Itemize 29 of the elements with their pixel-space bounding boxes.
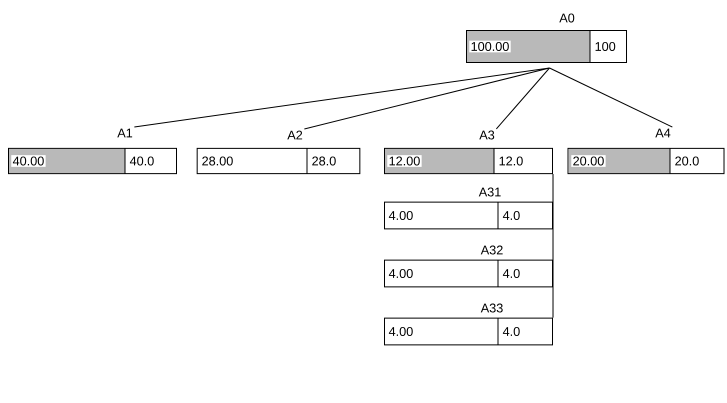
value-text: 100.00 bbox=[469, 40, 511, 52]
node-label: A32 bbox=[480, 246, 503, 254]
value-text: 40.00 bbox=[11, 155, 46, 167]
value-text: 12.0 bbox=[500, 156, 523, 166]
value-text: 4.00 bbox=[388, 269, 413, 278]
value-text: 4.00 bbox=[388, 211, 413, 220]
value-text: 28.00 bbox=[202, 156, 233, 166]
value-text: 4.0 bbox=[502, 269, 520, 278]
node-label: A31 bbox=[478, 188, 501, 196]
node-label: A1 bbox=[117, 128, 132, 138]
value-text: 20.0 bbox=[675, 156, 699, 166]
value-text: 4.0 bbox=[502, 211, 520, 220]
connector-line bbox=[134, 68, 550, 128]
value-text: 4.0 bbox=[502, 327, 520, 336]
value-text: 100 bbox=[596, 42, 616, 51]
node-label: A0 bbox=[559, 14, 574, 22]
connector-line bbox=[552, 174, 554, 318]
connector-line bbox=[304, 68, 550, 130]
value-text: 20.00 bbox=[571, 155, 606, 167]
connector-line bbox=[496, 68, 550, 130]
node-label: A3 bbox=[479, 130, 494, 140]
value-text: 12.00 bbox=[387, 155, 422, 167]
value-text: 40.0 bbox=[130, 156, 154, 166]
node-label: A33 bbox=[480, 304, 503, 312]
node-label: A2 bbox=[287, 130, 302, 140]
connector-line bbox=[549, 68, 673, 128]
value-text: 28.0 bbox=[312, 156, 336, 166]
node-label: A4 bbox=[655, 128, 670, 138]
value-text: 4.00 bbox=[388, 327, 413, 336]
